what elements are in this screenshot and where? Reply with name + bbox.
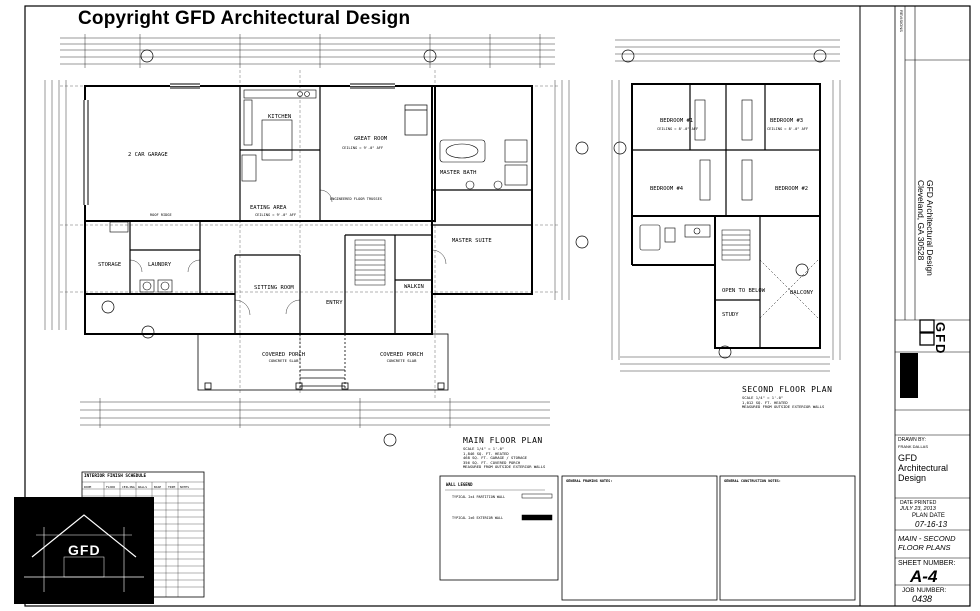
porch-left-label: COVERED PORCH [262,352,306,358]
room-study: STUDY [722,312,739,318]
firm-name-vertical: GFD Architectural Design Cleveland, GA 3… [916,180,935,276]
firm-name-line-1: GFD Architectural Design [925,180,935,276]
bed1-ceiling: CEILING = 8'-0" AFF [657,127,699,131]
sheet-number-value: A-4 [910,567,938,586]
room-bedroom-3: BEDROOM #3 [770,118,804,124]
job-number-value: 0438 [912,594,933,604]
drawn-by-value: FRANK DALLAS [898,444,929,449]
porch-right-slab: CONCRETE SLAB [386,358,417,363]
room-entry: ENTRY [326,300,343,306]
room-bedroom-2: BEDROOM #2 [775,186,809,192]
gfd-letters: GFD [933,322,948,356]
room-covered-porch-right: COVERED PORCH CONCRETE SLAB [380,352,423,364]
sheet-number-label: SHEET NUMBER: [898,560,956,567]
plan-date-label: PLAN DATE [912,513,945,519]
schedule-header-trim: TRIM [168,485,176,489]
plan-date-value: 07-16-13 [915,520,948,529]
schedule-header-walls: WALLS [138,485,148,489]
drawn-by-label: DRAWN BY: [898,437,926,443]
porch-left-slab: CONCRETE SLAB [268,358,299,363]
framing-notes-title: GENERAL FRAMING NOTES: [566,479,613,483]
main-area-line-2: 468 SQ. FT. GARAGE / STORAGE [463,455,528,460]
schedule-header-ceiling: CEILING [122,485,135,489]
bed3-ceiling: CEILING = 8'-0" AFF [767,127,809,131]
general-framing-notes: GENERAL FRAMING NOTES: [566,479,714,597]
schedule-header-room: ROOM [84,485,92,489]
room-bedroom-1: BEDROOM #1 [660,118,694,124]
room-great-room: GREAT ROOM [354,136,388,142]
room-walkin: WALKIN [404,284,424,290]
second-floor-plan-scale: SCALE 1/4" = 1'-0" 1,012 SQ. FT. HEATED … [742,395,825,410]
sheet-description: MAIN - SECOND FLOOR PLANS [898,534,956,552]
second-area-line-2: MEASURED FROM OUTSIDE EXTERIOR WALLS [742,404,825,409]
date-printed-value: JULY 23, 2013 [900,506,936,512]
main-area-line-1: 1,846 SQ. FT. HEATED [463,450,509,456]
schedule-header-notes: NOTES [180,485,190,489]
legend-item-exterior: TYPICAL 2x6 EXTERIOR WALL [452,516,504,520]
eating-area-ceiling: CEILING = 9'-0" AFF [255,213,297,217]
second-area-line-1: 1,012 SQ. FT. HEATED [742,399,788,405]
room-covered-porch-left: COVERED PORCH CONCRETE SLAB [262,352,305,364]
general-construction-notes: GENERAL CONSTRUCTION NOTES: [724,479,852,597]
finish-schedule-title: INTERIOR FINISH SCHEDULE [84,474,147,479]
firm-block-line-2: Architectural [898,463,949,473]
firm-name-line-2: Cleveland, GA 30528 [916,180,926,261]
sheet-desc-line-1: MAIN - SECOND [898,534,956,543]
main-floor-plan-title: MAIN FLOOR PLAN [463,436,543,445]
great-room-ceiling: CEILING = 9'-0" AFF [342,146,384,150]
main-scale-text: SCALE 1/4" = 1'-0" [463,446,505,451]
room-garage: 2 CAR GARAGE [128,152,168,158]
revisions-label: REVISIONS [899,10,904,32]
copyright-banner: Copyright GFD Architectural Design [78,8,411,29]
main-truss-note: ENGINEERED FLOOR TRUSSES [330,197,382,201]
logo-text: GFD [68,542,101,558]
room-master-bath: MASTER BATH [440,170,477,176]
legend-item-partition: TYPICAL 2x4 PARTITION WALL [452,495,506,499]
room-balcony: BALCONY [790,290,814,296]
firm-name-block: GFD Architectural Design [898,453,948,483]
wall-legend-title: WALL LEGEND [446,482,473,487]
construction-notes-title: GENERAL CONSTRUCTION NOTES: [724,479,781,483]
room-open-to-below: OPEN TO BELOW [722,288,766,294]
sheet-desc-line-2: FLOOR PLANS [898,542,951,552]
main-area-line-3: 356 SQ. FT. COVERED PORCH [463,459,521,465]
schedule-header-floor: FLOOR [106,485,116,489]
room-sitting-room: SITTING ROOM [254,285,294,291]
room-eating-area: EATING AREA [250,205,287,211]
main-roof-ridge: ROOF RIDGE [150,213,172,217]
firm-block-line-3: Design [898,473,927,483]
job-number-label: JOB NUMBER: [902,587,947,594]
room-bedroom-4: BEDROOM #4 [650,186,684,192]
room-storage: STORAGE [98,262,122,268]
room-master-suite: MASTER SUITE [452,238,492,244]
room-kitchen: KITCHEN [268,114,292,120]
porch-right-label: COVERED PORCH [380,352,424,358]
main-floor-plan-scale: SCALE 1/4" = 1'-0" 1,846 SQ. FT. HEATED … [463,446,546,470]
schedule-header-base: BASE [154,485,162,489]
firm-block-line-1: GFD [898,453,917,463]
date-printed-label: DATE PRINTED [900,500,937,506]
second-scale-text: SCALE 1/4" = 1'-0" [742,395,784,400]
gfd-logo: GFD [14,497,154,604]
room-laundry: LAUNDRY [148,262,172,268]
second-floor-plan-title: SECOND FLOOR PLAN [742,385,833,394]
main-area-line-4: MEASURED FROM OUTSIDE EXTERIOR WALLS [463,464,546,469]
logo-house-icon [24,514,144,592]
